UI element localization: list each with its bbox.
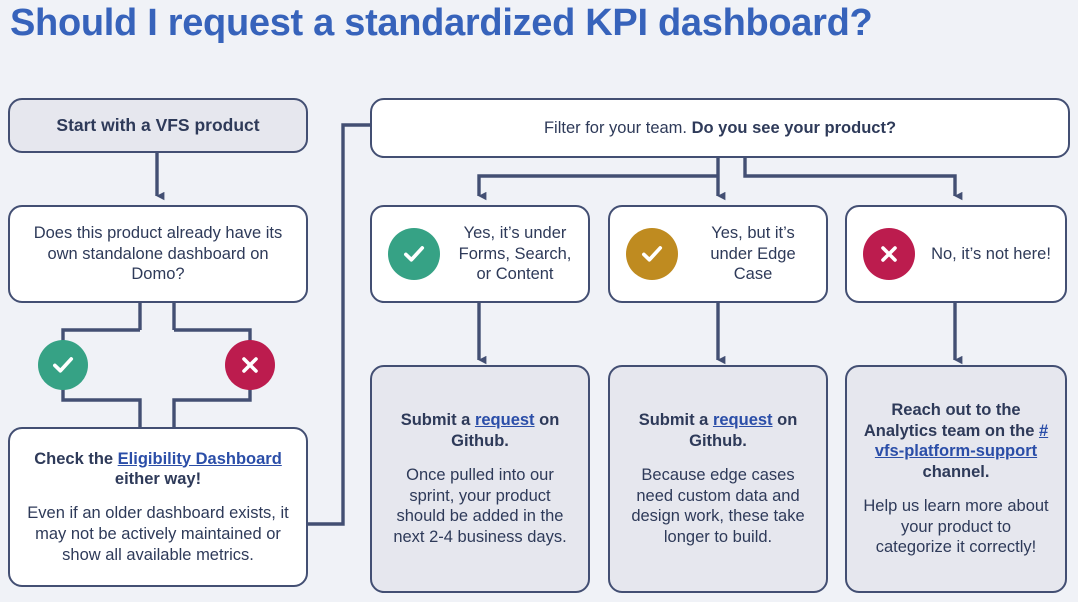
option-edge-label: Yes, but it’s under Edge Case: [710, 223, 796, 284]
node-eligibility: Check the Eligibility Dashboard either w…: [8, 427, 308, 587]
page-title: Should I request a standardized KPI dash…: [10, 2, 873, 44]
outcome-edge-body: Because edge cases need custom data and …: [631, 465, 805, 547]
outcome-none-head-pre: Reach out to the Analytics team on the: [863, 400, 1039, 440]
filter-text-bold: Do you see your product?: [691, 118, 897, 137]
option-none-label: No, it’s not here!: [931, 244, 1051, 263]
option-forms-icon-wrap: [388, 228, 440, 280]
outcome-forms-headline: Submit a request on Github.: [388, 410, 572, 452]
outcome-edge-headline: Submit a request on Github.: [626, 410, 810, 452]
node-domo-question: Does this product already have its own s…: [8, 205, 308, 303]
branch-badge-no: [225, 340, 275, 390]
outcome-forms-body: Once pulled into our sprint, your produc…: [393, 465, 567, 547]
vfs-platform-support-link[interactable]: #vfs-platform-support: [874, 421, 1049, 461]
filter-text-normal: Filter for your team.: [543, 118, 692, 137]
node-outcome-edge: Submit a request on Github. Because edge…: [608, 365, 828, 593]
node-option-none: No, it’s not here!: [845, 205, 1067, 303]
outcome-forms-head-post: on Github.: [451, 411, 560, 450]
check-circle-icon: [642, 246, 663, 262]
x-circle-icon: [881, 246, 897, 262]
node-option-forms: Yes, it’s under Forms, Search, or Conten…: [370, 205, 590, 303]
outcome-edge-head-post: on Github.: [689, 411, 798, 450]
filter-text: Filter for your team. Do you see your pr…: [544, 118, 896, 139]
node-outcome-forms: Submit a request on Github. Once pulled …: [370, 365, 590, 593]
outcome-none-headline: Reach out to the Analytics team on the #…: [861, 400, 1051, 483]
option-forms-label: Yes, it’s under Forms, Search, or Conten…: [458, 223, 572, 284]
outcome-none-body: Help us learn more about your product to…: [863, 496, 1049, 557]
node-outcome-none: Reach out to the Analytics team on the #…: [845, 365, 1067, 593]
node-start: Start with a VFS product: [8, 98, 308, 153]
eligibility-body: Even if an older dashboard exists, it ma…: [27, 504, 289, 564]
node-domo-question-label: Does this product already have its own s…: [33, 223, 283, 284]
outcome-forms-head-pre: Submit a: [400, 411, 475, 430]
eligibility-dashboard-link[interactable]: Eligibility Dashboard: [117, 449, 282, 468]
option-none-icon-wrap: [863, 228, 915, 280]
node-option-edge: Yes, but it’s under Edge Case: [608, 205, 828, 303]
outcome-forms-request-link[interactable]: request: [474, 411, 535, 430]
check-circle-icon: [53, 357, 74, 373]
option-edge-icon-wrap: [626, 228, 678, 280]
eligibility-head-pre: Check the: [34, 449, 118, 468]
check-circle-icon: [404, 246, 425, 262]
node-start-label: Start with a VFS product: [56, 115, 260, 136]
eligibility-head-post: either way!: [114, 470, 202, 489]
x-circle-icon: [242, 357, 258, 373]
eligibility-headline: Check the Eligibility Dashboard either w…: [24, 449, 292, 491]
node-filter: Filter for your team. Do you see your pr…: [370, 98, 1070, 158]
outcome-none-head-post: channel.: [922, 463, 990, 482]
outcome-edge-head-pre: Submit a: [638, 411, 713, 430]
outcome-edge-request-link[interactable]: request: [712, 411, 773, 430]
branch-badge-yes: [38, 340, 88, 390]
